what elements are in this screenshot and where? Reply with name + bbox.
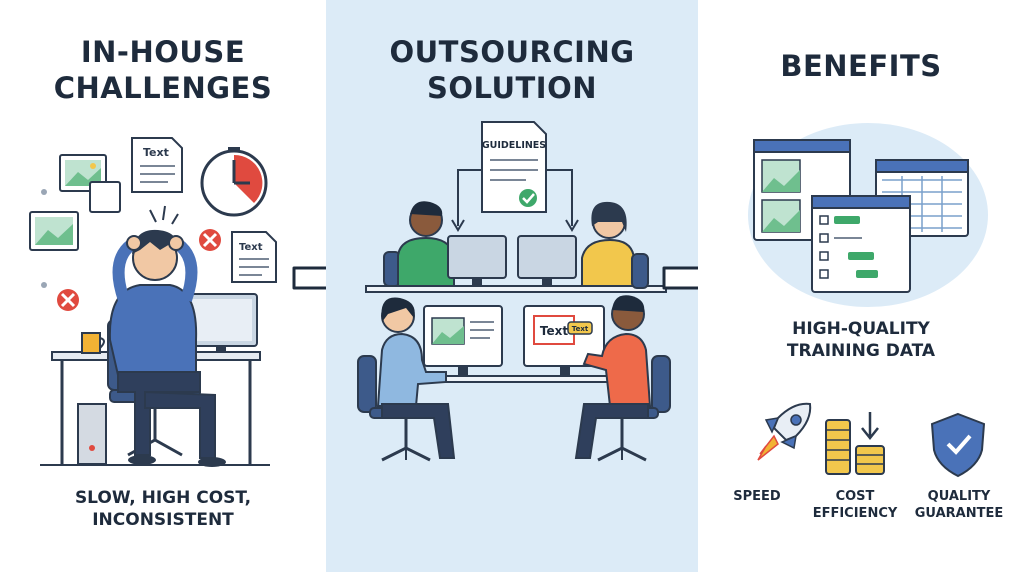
panel-in-house-challenges: IN-HOUSE CHALLENGES Text	[0, 0, 326, 572]
panel-title: BENEFITS	[780, 49, 942, 83]
benefit-quality-label: QUALITY GUARANTEE	[914, 489, 1004, 521]
image-icon	[29, 211, 79, 251]
panel-caption: SLOW, HIGH COST, INCONSISTENT	[74, 488, 252, 530]
outsourced-team-illustration: GUIDELINES	[357, 121, 671, 462]
annotation-tag-label: Text	[572, 325, 589, 333]
training-data-illustration	[748, 123, 988, 478]
error-x-icon	[57, 289, 79, 311]
screen-text-label: Text	[540, 324, 568, 338]
doc-label: Text	[143, 146, 169, 159]
text-document-icon: Text	[231, 231, 277, 283]
clock-icon	[200, 147, 268, 217]
panel-outsourcing-solution: OUTSOURCING SOLUTION GUIDELINES	[326, 0, 698, 572]
shield-check-icon	[930, 412, 986, 478]
guidelines-label: GUIDELINES	[482, 140, 546, 151]
rocket-icon	[757, 402, 812, 461]
image-icon	[89, 181, 121, 213]
panel-title: IN-HOUSE CHALLENGES	[53, 35, 273, 105]
benefit-speed-label: SPEED	[733, 489, 781, 504]
text-document-icon: Text	[131, 137, 183, 193]
benefit-cost-label: COST EFFICIENCY	[812, 489, 898, 521]
panel-title: OUTSOURCING SOLUTION	[389, 35, 635, 105]
coffee-mug-icon	[81, 332, 105, 354]
coins-icon	[825, 412, 885, 475]
doc-label: Text	[239, 242, 263, 253]
panel-caption: HIGH-QUALITY TRAINING DATA	[786, 319, 936, 361]
error-x-icon	[199, 229, 221, 251]
labeled-data-window	[811, 195, 911, 293]
panel-benefits: BENEFITS	[698, 0, 1024, 572]
guidelines-document-icon: GUIDELINES	[481, 121, 547, 213]
stressed-worker-illustration: Text Text	[29, 137, 277, 467]
